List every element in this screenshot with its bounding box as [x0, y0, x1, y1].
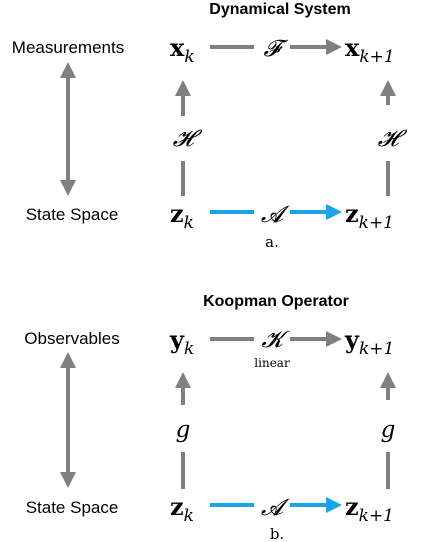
panel-b-node-zk1: zk+1	[345, 492, 394, 526]
panel-a: Dynamical System Measurements State Spac…	[12, 1, 408, 251]
panel-b-bottom-operator: 𝓐	[261, 495, 290, 521]
panel-a-top-operator: 𝓕	[264, 36, 289, 62]
panel-a-bottom-left-label: State Space	[26, 205, 119, 224]
panel-b-top-left-label: Observables	[24, 329, 119, 348]
panel-a-left-operator: 𝓗	[173, 126, 203, 152]
panel-b-node-yk1: yk+1	[344, 325, 394, 359]
panel-b-caption: b.	[270, 525, 284, 542]
panel-b-top-operator: 𝓚	[261, 327, 290, 353]
panel-b-node-zk: zk	[170, 492, 194, 526]
panel-a-right-operator: 𝓗	[378, 126, 408, 152]
panel-a-node-xk: xk	[170, 33, 195, 67]
panel-a-node-xk1: xk+1	[345, 33, 395, 67]
panel-a-caption: a.	[265, 233, 279, 251]
panel-b-left-operator: g	[176, 417, 191, 443]
panel-a-bottom-operator: 𝓐	[261, 202, 290, 228]
panel-a-top-left-label: Measurements	[12, 38, 124, 57]
panel-a-title: Dynamical System	[209, 1, 350, 18]
panel-b-node-yk: yk	[169, 325, 194, 359]
panel-b-title: Koopman Operator	[203, 293, 349, 310]
panel-b-top-operator-note: linear	[254, 356, 290, 370]
panel-b-right-operator: g	[381, 417, 396, 443]
panel-a-node-zk1: zk+1	[345, 199, 394, 233]
panel-b: Koopman Operator Observables State Space…	[24, 293, 396, 542]
panel-b-bottom-left-label: State Space	[26, 498, 119, 517]
panel-a-node-zk: zk	[170, 199, 194, 233]
